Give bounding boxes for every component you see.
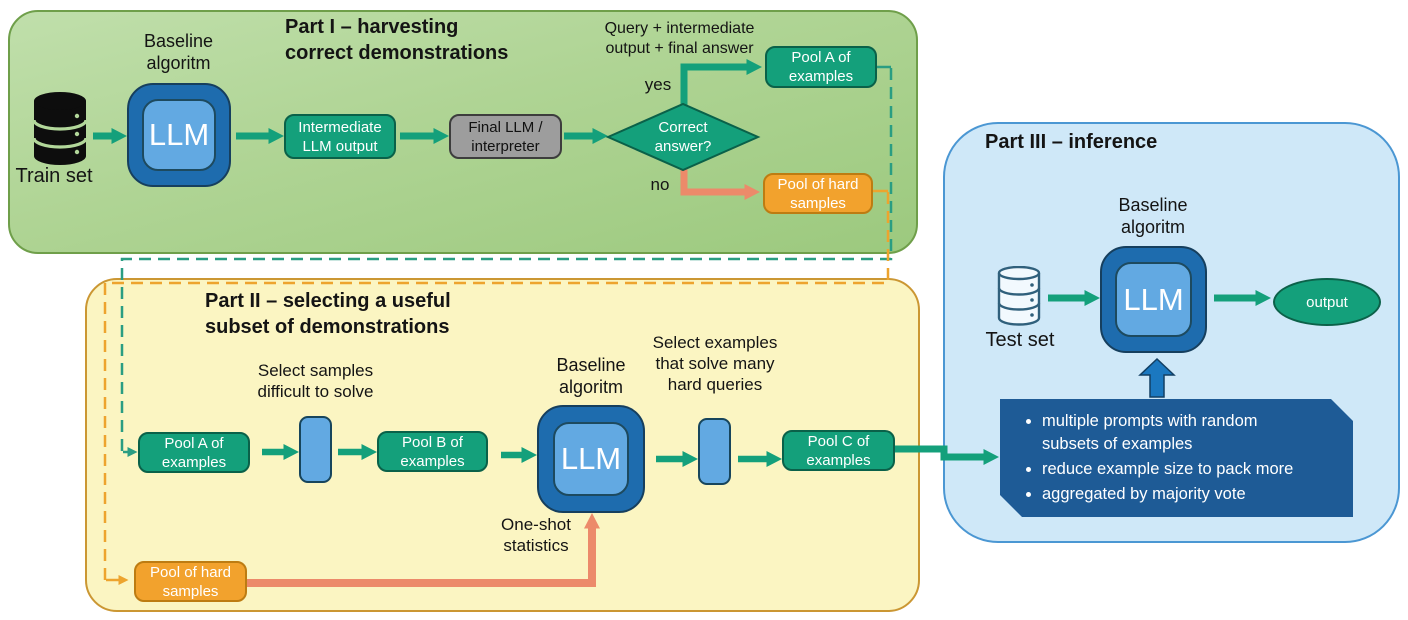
one-shot-statistics-label: One-shot statistics [501,515,571,555]
test-set-label: Test set [985,329,1055,351]
part2-title: Part II – selecting a useful subset of d… [205,290,451,338]
intermediate-output-box: Intermediate LLM output [284,114,396,159]
arrow-yes-to-pool-a [680,59,762,106]
filter1-label: Select samples difficult to solve [257,361,374,401]
part2-llm-label: LLM [552,421,630,497]
filter2-label: Select examples that solve many hard que… [652,333,778,394]
decision-diamond [605,102,761,172]
db-top [997,266,1041,281]
db-top [34,92,86,110]
filter2-box [698,418,731,485]
db-sep2 [997,302,1041,311]
part3-llm-label: LLM [1115,262,1192,337]
part1-llm-label: LLM [142,99,216,171]
filter1-box [299,416,332,483]
yes-label: yes [644,75,672,94]
db-sep1 [997,287,1041,296]
dashed-orange-connector [103,192,890,580]
pool-c-box: Pool C of examples [782,430,895,471]
arrow-bullet-box-to-llm3 [1138,357,1176,398]
part2-baseline-label: Baseline algoritm [556,355,626,397]
decision-label: Correct answer? [654,119,712,155]
db-dot3 [1030,313,1034,317]
db-dot1 [74,113,80,119]
final-llm-interpreter-box: Final LLM / interpreter [449,114,562,159]
pool-b-box: Pool B of examples [377,431,488,472]
db-body [997,273,1041,326]
output-ellipse: output [1273,278,1381,326]
bullet-item: multiple prompts with random subsets of … [1042,410,1316,456]
db-sep1 [32,119,88,131]
part1-baseline-label: Baseline algoritm [143,31,214,73]
test-set-database-icon [997,266,1041,326]
part3-title: Part III – inference [985,131,1158,153]
pool-hard-box-part2: Pool of hard samples [134,561,247,602]
part3-baseline-label: Baseline algoritm [1118,195,1188,237]
db-dot3 [74,149,80,155]
db-dot2 [1030,298,1034,302]
db-dot2 [74,131,80,137]
pool-a-box-part1: Pool A of examples [765,46,877,88]
part2-llm-box: LLM [537,405,645,513]
train-set-database-icon [32,92,88,165]
arrow-pool-hard2-to-llm2 [247,513,600,587]
pool-hard-box-part1: Pool of hard samples [763,173,873,214]
part3-llm-box: LLM [1100,246,1207,353]
pool-a-box-part2: Pool A of examples [138,432,250,473]
dashed-teal-connector [120,68,893,452]
arrow-no-to-pool-hard [680,168,760,200]
bullet-item: reduce example size to pack more [1042,458,1316,481]
inference-bullet-box: multiple prompts with random subsets of … [1000,399,1353,517]
query-annotation: Query + intermediate output + final answ… [604,20,755,57]
part1-title: Part I – harvesting correct demonstratio… [285,16,509,64]
train-set-label: Train set [15,165,93,187]
inference-bullet-list: multiple prompts with random subsets of … [1000,410,1353,506]
db-body [34,101,86,165]
db-dot1 [1030,283,1034,287]
db-sep2 [32,137,88,149]
arrow-pool-c-to-bullet-box [895,445,999,465]
no-label: no [650,175,670,194]
bullet-item: aggregated by majority vote [1042,483,1316,506]
part1-llm-box: LLM [127,83,231,187]
